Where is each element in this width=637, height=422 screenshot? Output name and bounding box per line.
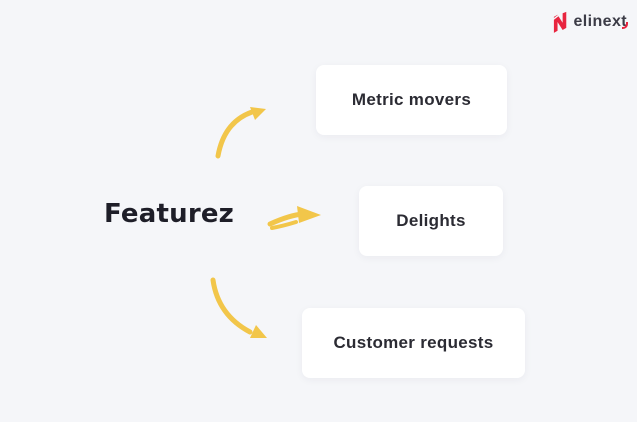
arrow-to-metric-movers-icon <box>215 107 266 159</box>
arrow-to-customer-requests-icon <box>210 277 267 338</box>
elinext-logo-text-main: elinex <box>573 13 622 30</box>
elinext-logo: elinext <box>551 11 628 33</box>
node-delights-label: Delights <box>396 211 466 230</box>
arrow-to-delights-icon <box>267 206 321 230</box>
node-customer-requests-label: Customer requests <box>333 333 494 352</box>
node-customer-requests: Customer requests <box>302 308 525 378</box>
node-metric-movers-label: Metric movers <box>351 90 472 109</box>
node-delights: Delights <box>359 186 503 256</box>
elinext-logo-text-accent: t <box>621 13 627 30</box>
root-node-featurez: Featurez <box>104 199 235 229</box>
node-metric-movers: Metric movers <box>316 65 507 135</box>
elinext-logo-icon <box>551 11 566 33</box>
elinext-logo-text: elinext <box>574 14 628 30</box>
